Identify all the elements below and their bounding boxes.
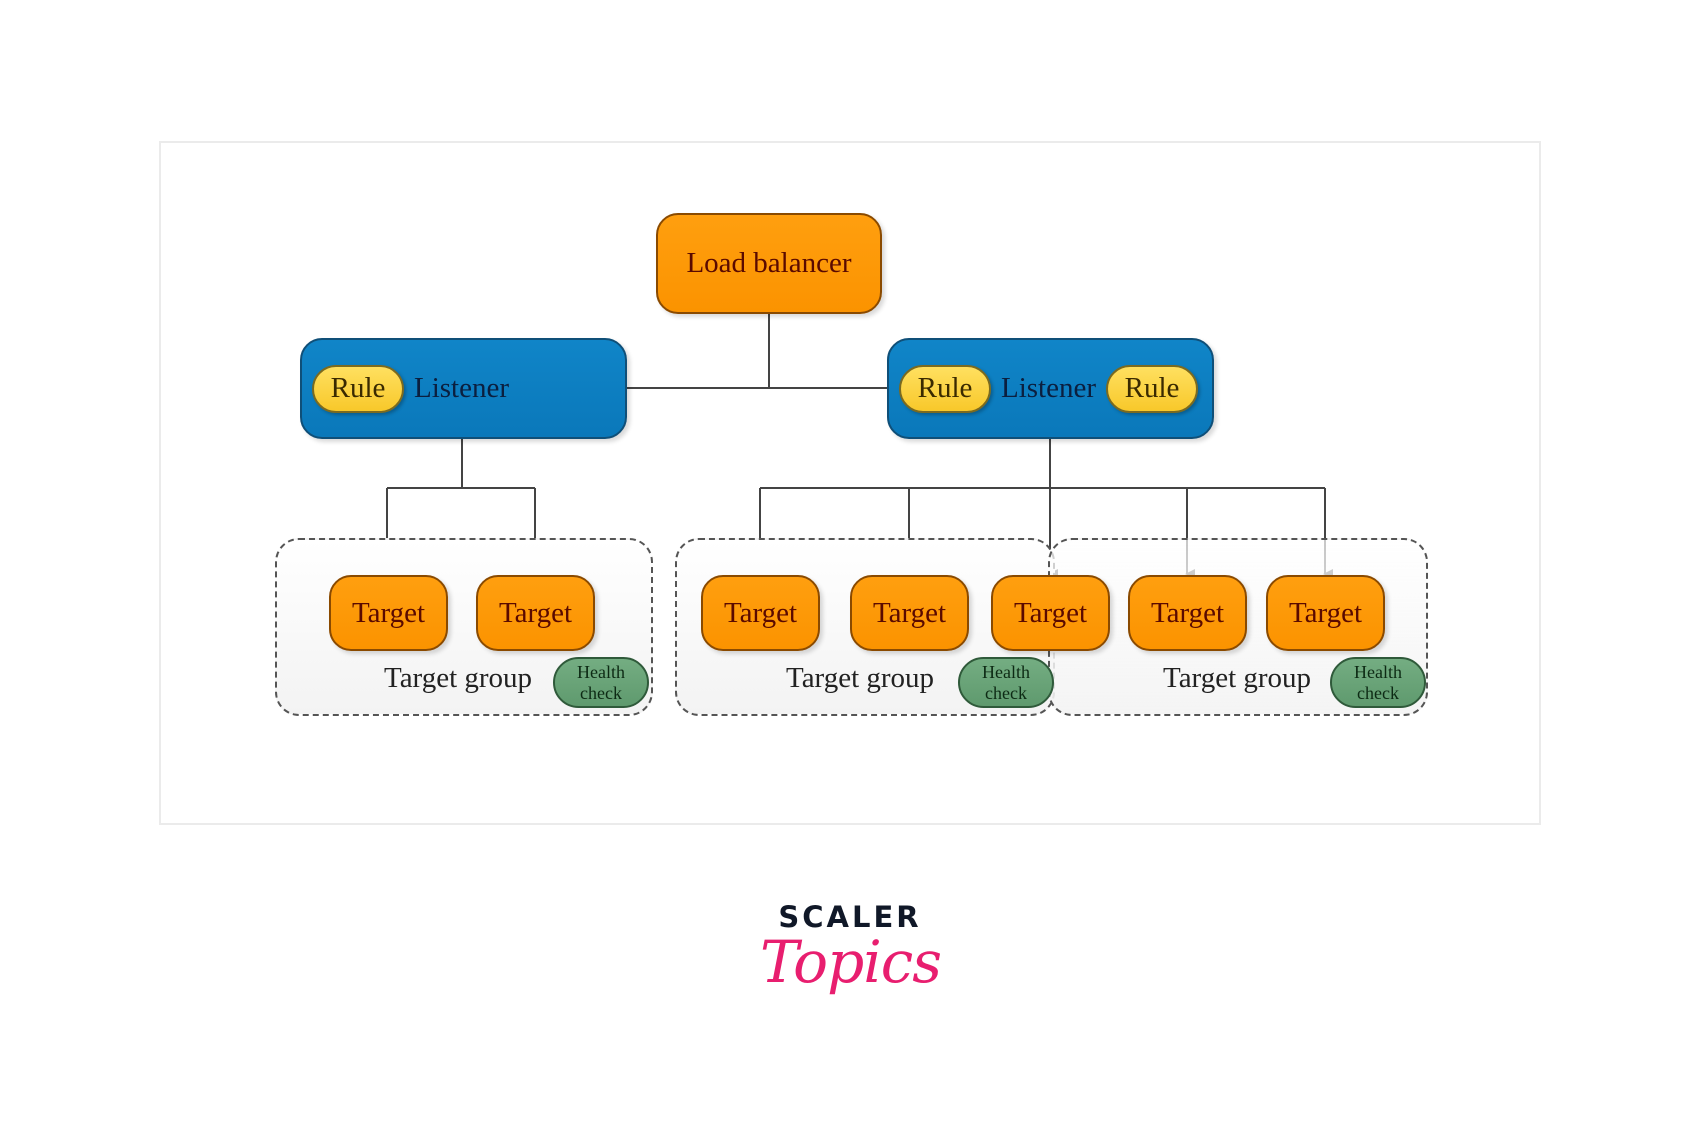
rule-badge: Rule bbox=[899, 364, 991, 413]
scaler-topics-logo: SCALER Topics bbox=[760, 900, 942, 996]
target-node: Target bbox=[701, 575, 820, 651]
load-balancer-node: Load balancer bbox=[656, 213, 882, 314]
health-check-badge: Health check bbox=[958, 657, 1054, 708]
listener-label: Listener bbox=[414, 372, 510, 404]
listener-left: Rule Listener bbox=[300, 338, 627, 439]
target-node: Target bbox=[476, 575, 595, 651]
rule-badge: Rule bbox=[1106, 364, 1199, 413]
rule-badge: Rule bbox=[312, 364, 404, 413]
logo-topics-text: Topics bbox=[760, 928, 942, 996]
target-node: Target bbox=[1128, 575, 1247, 651]
health-check-badge: Health check bbox=[553, 657, 649, 708]
target-node: Target bbox=[850, 575, 969, 651]
listener-right: Rule Listener Rule bbox=[887, 338, 1214, 439]
listener-label: Listener bbox=[1001, 372, 1097, 404]
load-balancer-label: Load balancer bbox=[686, 247, 852, 279]
shared-target-node: Target bbox=[991, 575, 1110, 651]
target-group-label: Target group bbox=[1163, 662, 1312, 694]
target-node: Target bbox=[329, 575, 448, 651]
logo-scaler-text: SCALER bbox=[778, 900, 922, 934]
target-node: Target bbox=[1266, 575, 1385, 651]
target-group-label: Target group bbox=[384, 662, 533, 694]
target-group-label: Target group bbox=[786, 662, 935, 694]
health-check-badge: Health check bbox=[1330, 657, 1426, 708]
